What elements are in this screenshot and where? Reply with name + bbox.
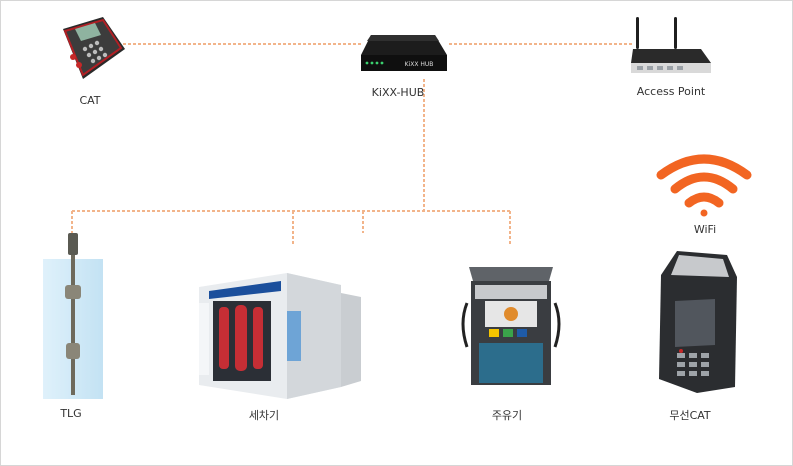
hub-label: KiXX-HUB <box>371 86 425 99</box>
wifi-label: WiFi <box>693 223 717 236</box>
car-wash-icon <box>199 273 361 399</box>
network-hub-icon: KiXX HUB <box>361 35 447 71</box>
handheld-terminal-icon <box>659 251 737 393</box>
wireless-router-icon <box>631 17 711 73</box>
wifi-icon <box>656 154 752 217</box>
wcat-label: 무선CAT <box>669 409 711 422</box>
carwash-label: 세차기 <box>248 409 280 422</box>
fuel-dispenser-icon <box>461 267 561 385</box>
cat-label: CAT <box>79 94 101 107</box>
ap-label: Access Point <box>636 85 706 98</box>
dispenser-label: 주유기 <box>491 409 523 422</box>
tank-gauge-probe-icon <box>65 233 81 395</box>
tlg-label: TLG <box>60 407 82 420</box>
hub-brand-text: KiXX HUB <box>405 61 434 68</box>
card-terminal-icon <box>63 17 125 79</box>
